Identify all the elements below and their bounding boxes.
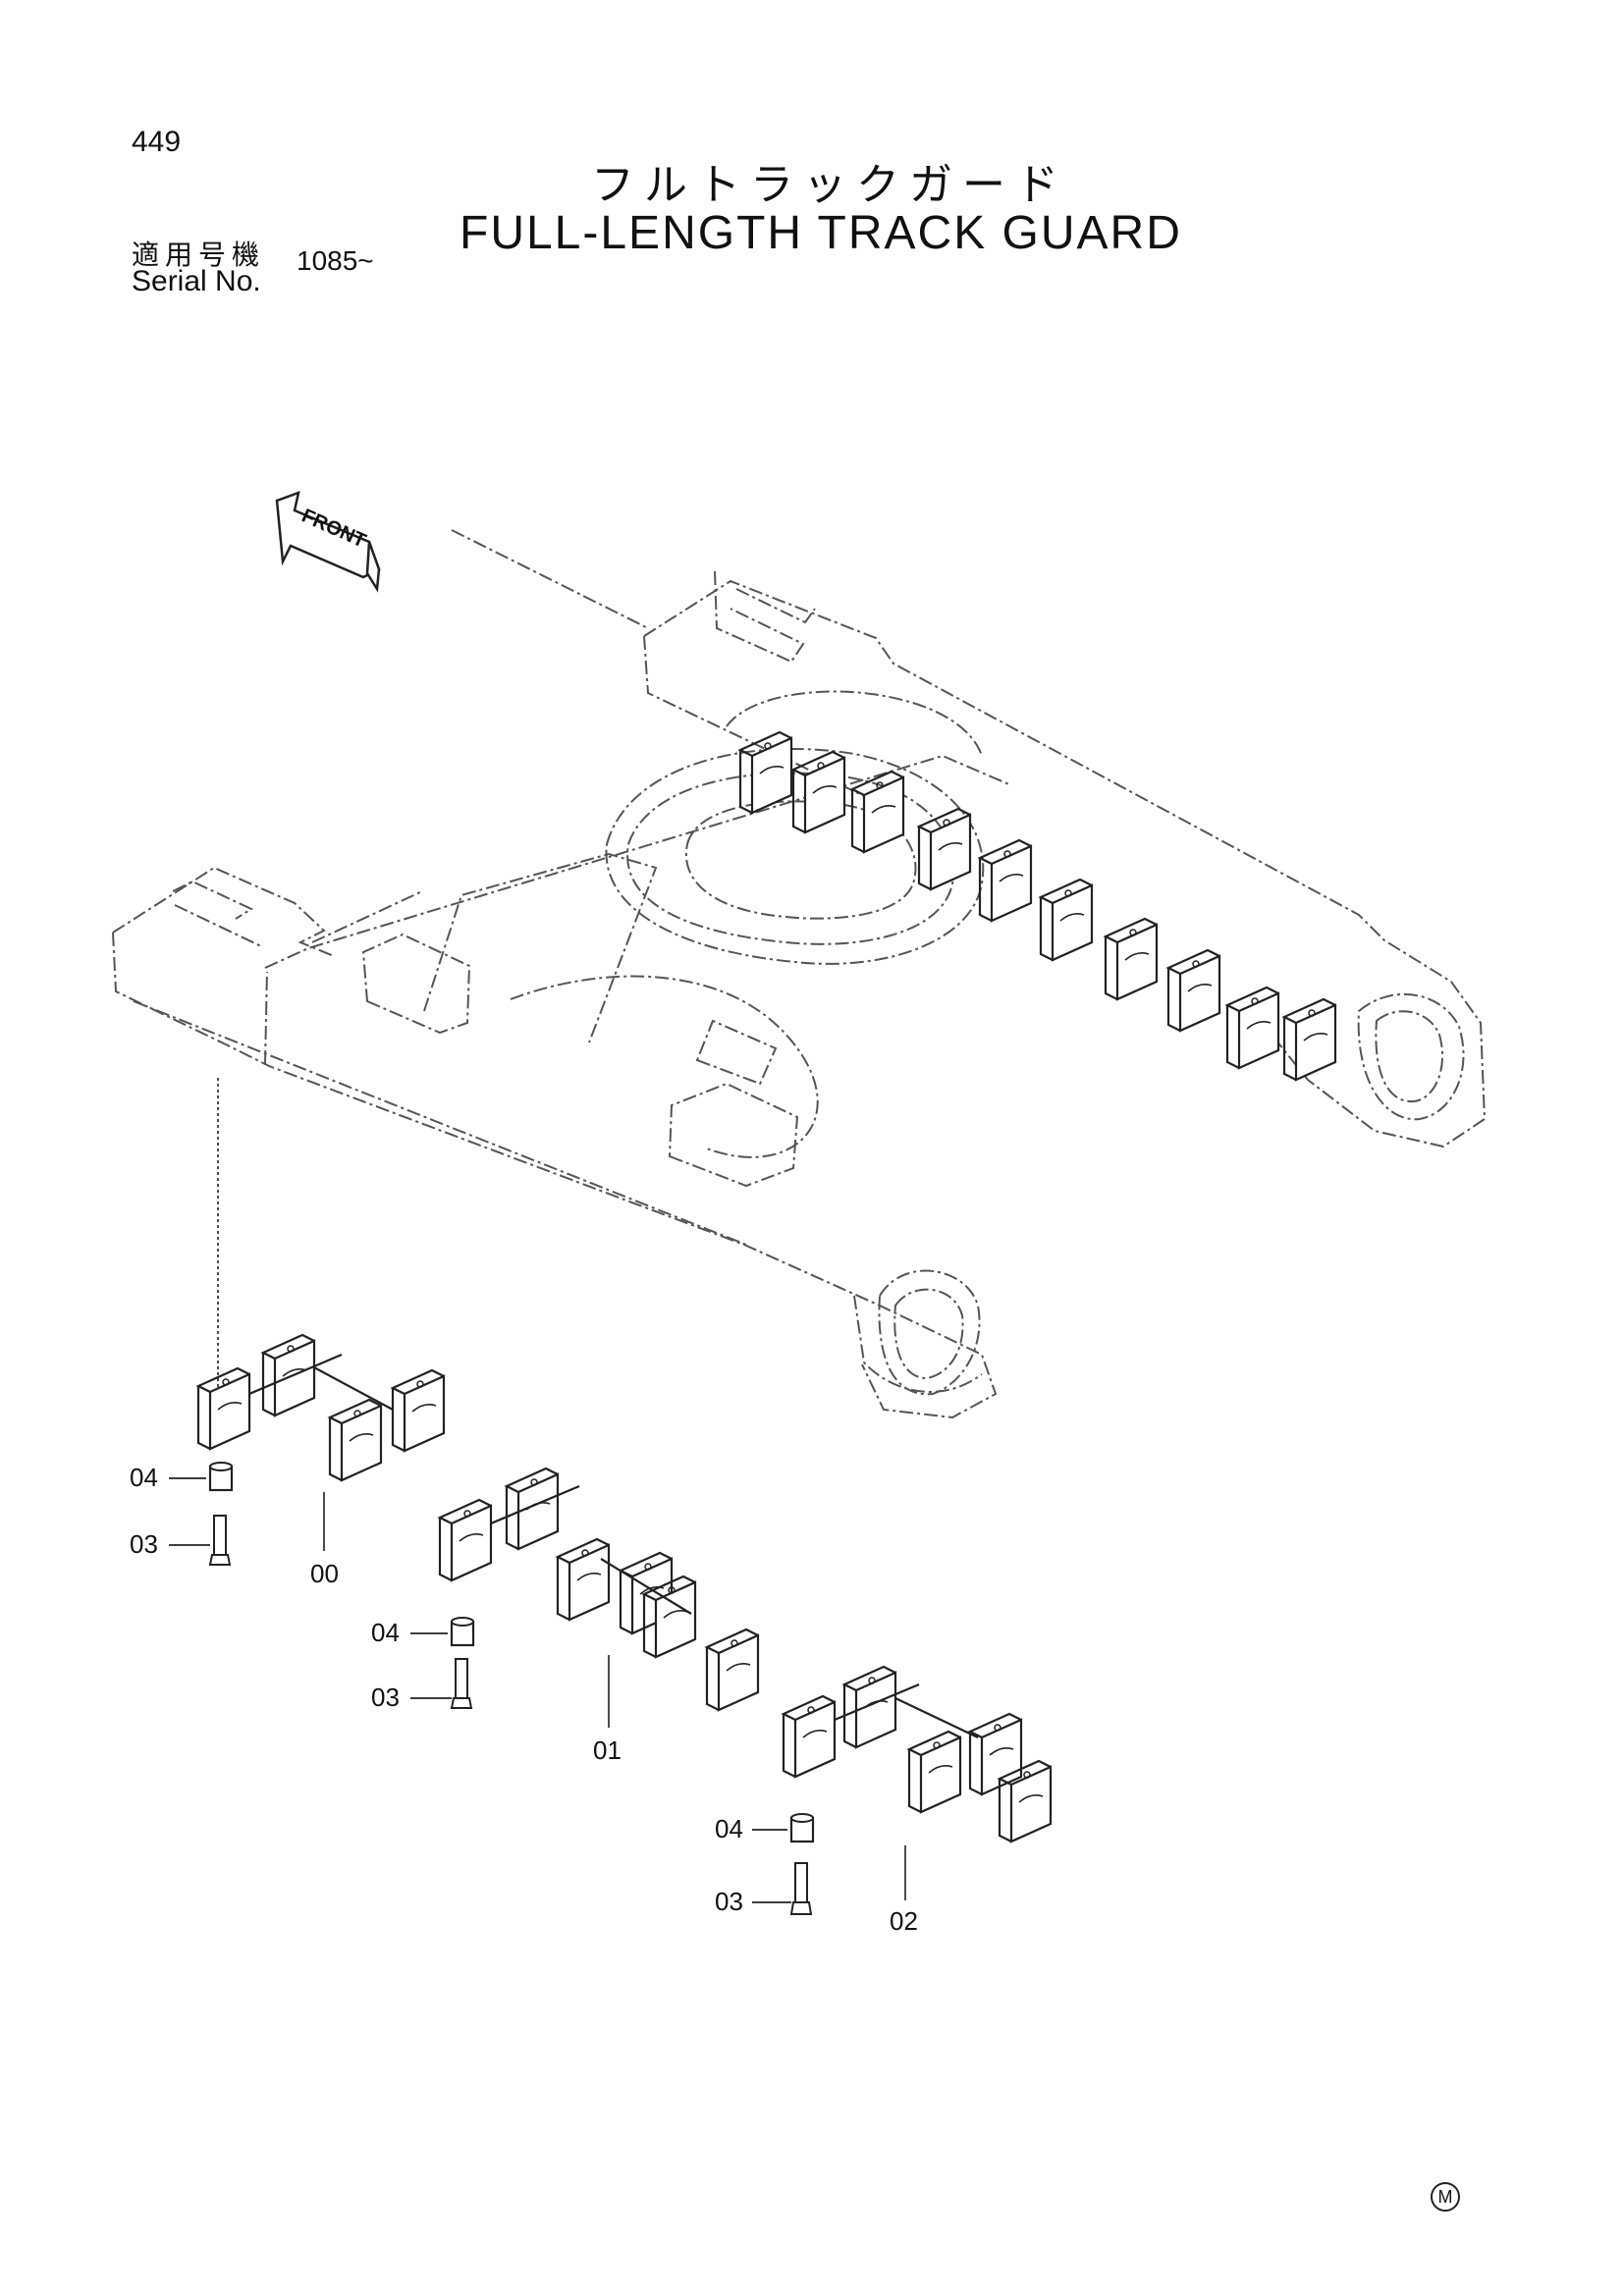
callout-guard-00: 00 <box>310 1559 339 1588</box>
track-guard-02 <box>782 1665 1053 1843</box>
spacer-04-c <box>789 1813 815 1843</box>
track-frame <box>112 529 1487 1419</box>
callout-04-group-02: 04 <box>715 1814 743 1843</box>
spacer-04-b <box>450 1617 475 1647</box>
callout-04-group-01: 04 <box>371 1618 400 1647</box>
callout-guard-02: 02 <box>890 1906 918 1936</box>
guard-group-01: 04 03 01 <box>371 1467 760 1765</box>
serial-range: 1085~ <box>297 245 374 276</box>
track-guard-00 <box>196 1333 446 1482</box>
page-number: 449 <box>132 126 182 158</box>
callout-03-group-00: 03 <box>130 1529 158 1559</box>
track-guard-01 <box>438 1467 760 1712</box>
front-arrow: FRONT <box>275 491 381 593</box>
callout-04-group-00: 04 <box>130 1463 158 1492</box>
bolt-03-c <box>789 1862 813 1915</box>
bolt-03-a <box>208 1515 232 1566</box>
spacer-04-a <box>208 1462 234 1492</box>
serial-label-japanese: 適用号機 <box>132 239 266 271</box>
serial-label-english: Serial No. <box>132 265 261 297</box>
guard-group-02: 04 03 02 <box>715 1665 1053 1936</box>
catalog-mark: M <box>1431 2182 1460 2212</box>
title-japanese: フルトラックガード <box>591 160 1068 210</box>
callout-guard-01: 01 <box>593 1735 622 1765</box>
title-english: FULL-LENGTH TRACK GUARD <box>460 207 1182 259</box>
mounted-track-guards <box>738 730 1337 1082</box>
callout-03-group-02: 03 <box>715 1887 743 1916</box>
bolt-03-b <box>450 1658 473 1709</box>
guard-group-00: 04 03 00 <box>130 1333 446 1588</box>
callout-03-group-01: 03 <box>371 1682 400 1712</box>
